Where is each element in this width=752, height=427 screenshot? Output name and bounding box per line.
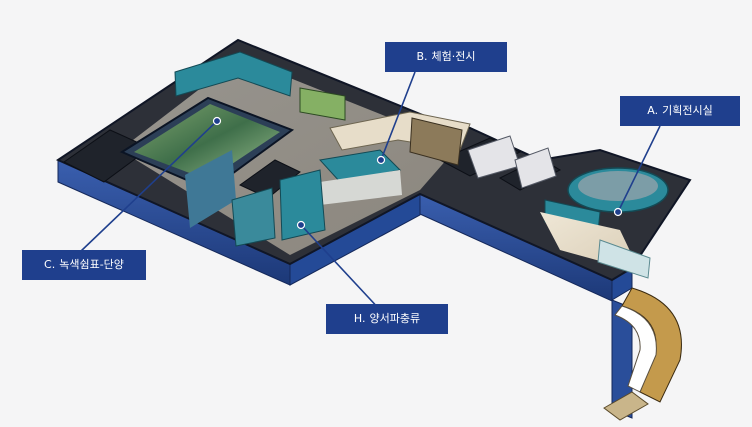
marker-label-h[interactable]: H.양서파충류 [326, 304, 448, 334]
marker-code: A. [647, 104, 659, 117]
marker-name: 녹색쉼표-단양 [59, 258, 124, 271]
exhibition-room-a [540, 167, 669, 279]
small-rooms [467, 135, 557, 189]
marker-name: 체험·전시 [431, 50, 476, 63]
marker-label-b[interactable]: B.체험·전시 [385, 42, 507, 72]
location-dot-icon [296, 220, 306, 230]
outer-walls [57, 159, 633, 419]
location-dot-icon [613, 207, 623, 217]
aquarium-tank-c [119, 96, 295, 228]
marker-name: 양서파충류 [369, 312, 421, 325]
marker-code: B. [416, 50, 428, 63]
location-dot-icon [212, 116, 222, 126]
marker-dots [212, 116, 623, 230]
leader-lines [79, 71, 661, 313]
exhibit-wall-upper [174, 51, 346, 121]
marker-label-c[interactable]: C.녹색쉼표-단양 [22, 250, 146, 280]
location-dot-icon [376, 155, 386, 165]
marker-code: C. [44, 258, 56, 271]
marker-code: H. [353, 312, 366, 325]
curved-corridor [603, 287, 682, 421]
marker-label-a[interactable]: A.기획전시실 [620, 96, 740, 126]
reptile-area-h [231, 169, 326, 247]
marker-name: 기획전시실 [662, 104, 713, 117]
